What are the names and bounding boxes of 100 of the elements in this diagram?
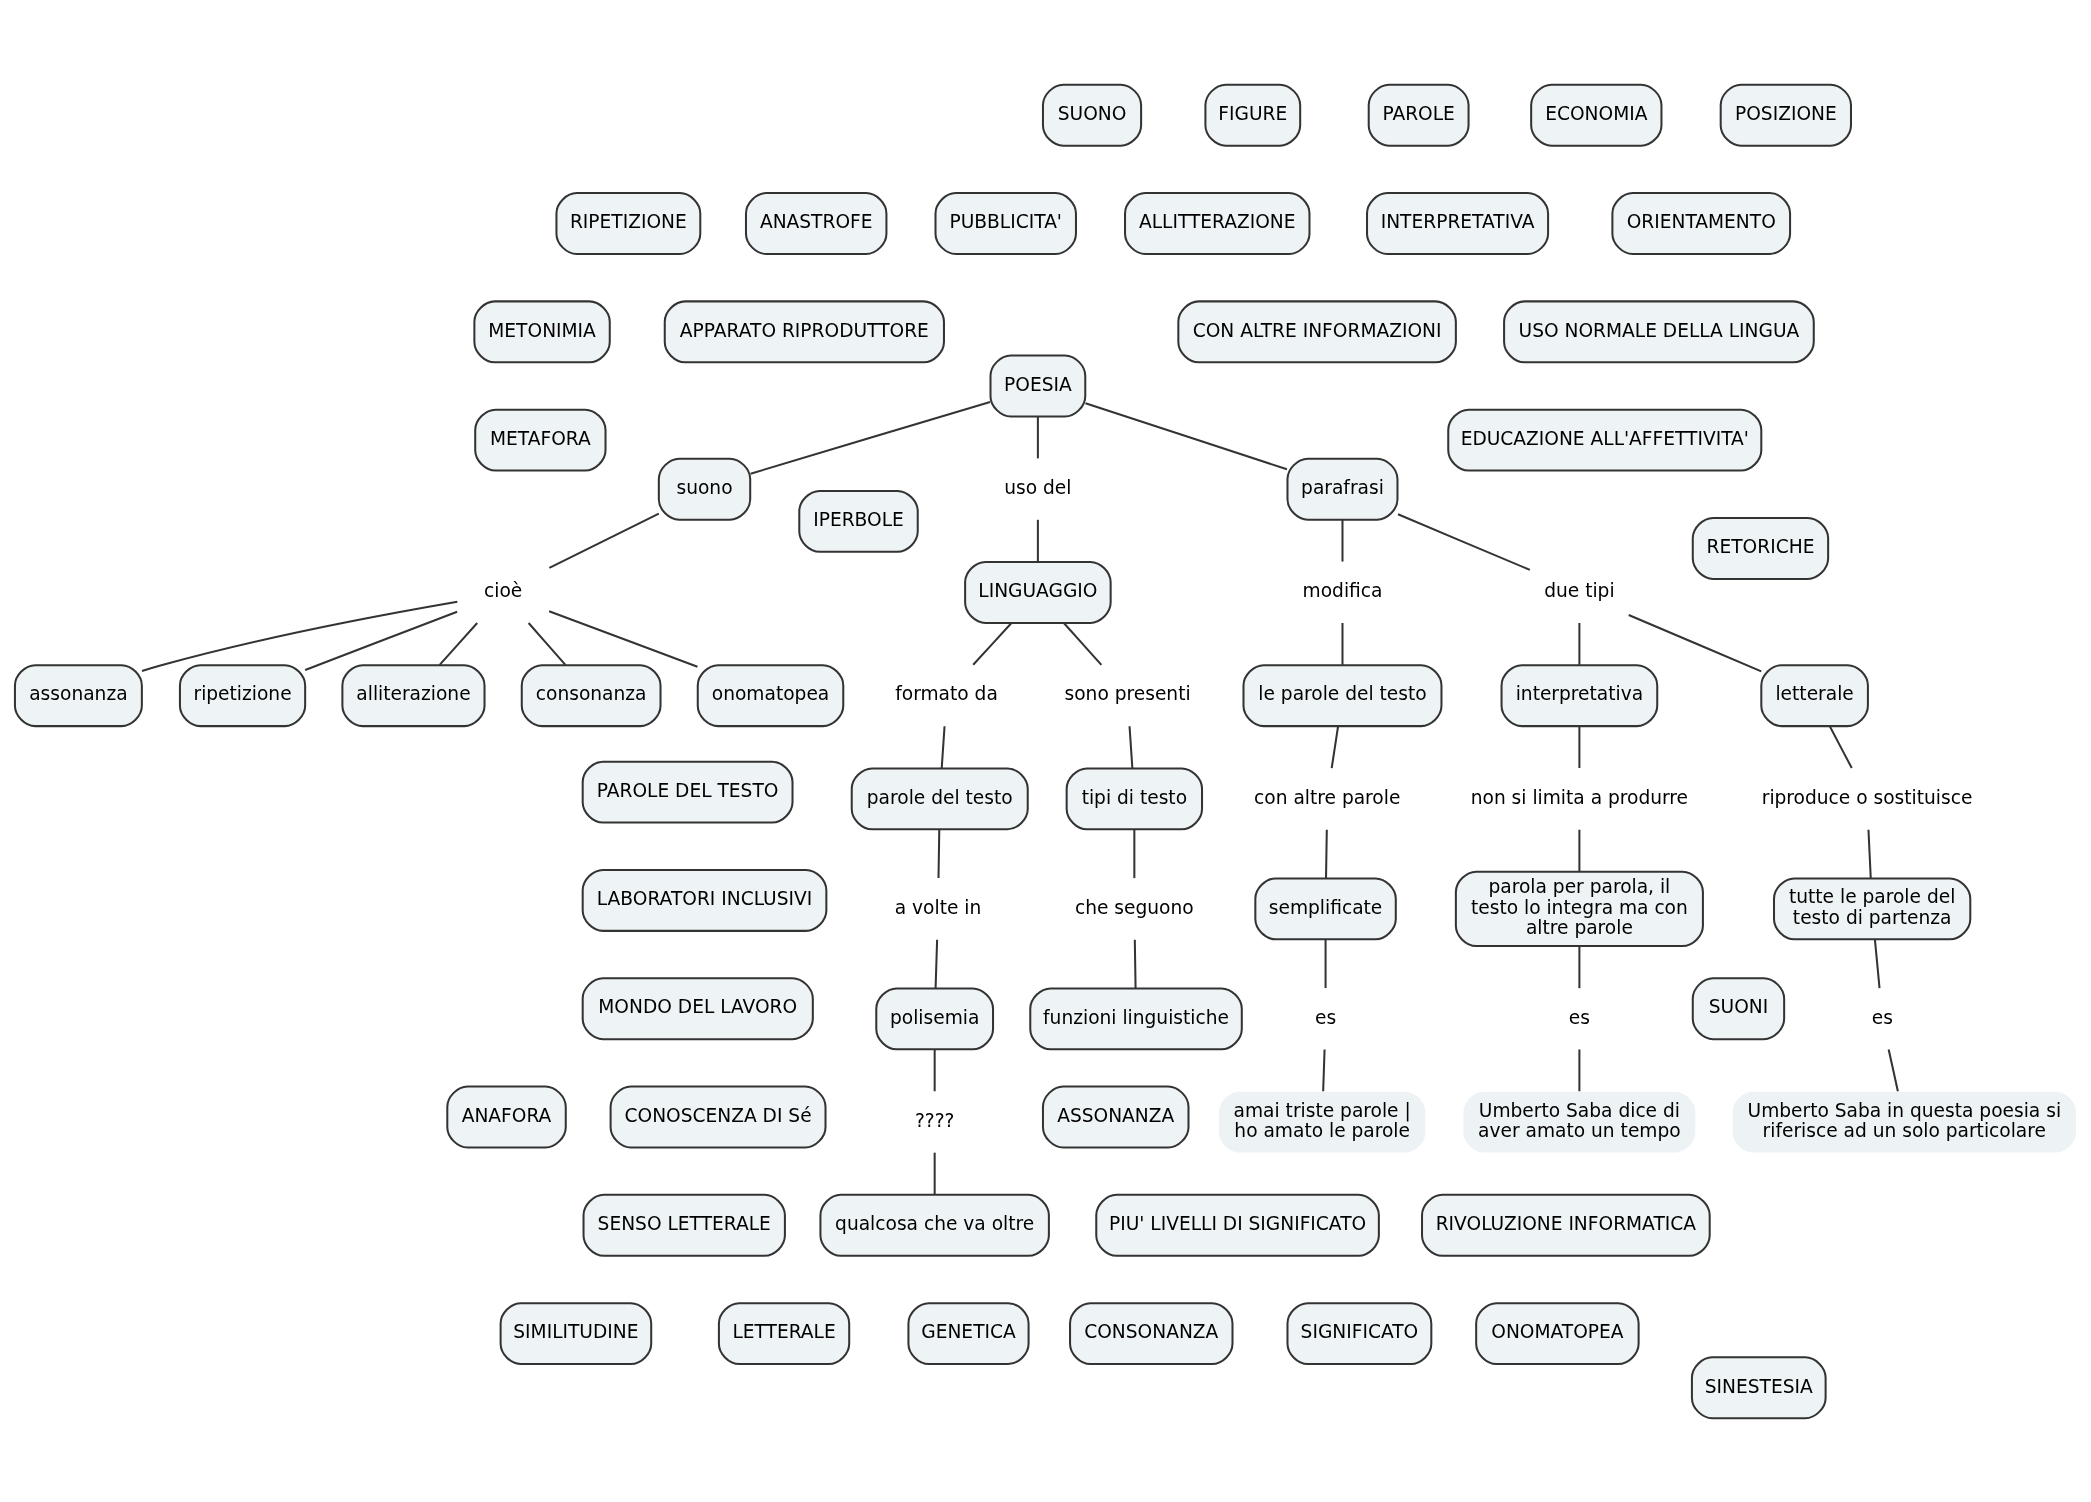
node-box: GENETICA bbox=[907, 1301, 1030, 1365]
node-box: tipi di testo bbox=[1065, 766, 1204, 830]
node-box: Umberto Saba in questa poesia si riferisce ad un solo particolare bbox=[1732, 1091, 2077, 1153]
node-text: a volte in bbox=[894, 896, 982, 918]
node-text: che seguono bbox=[1074, 896, 1194, 918]
node-box: POSIZIONE bbox=[1719, 83, 1852, 147]
node-box: METONIMIA bbox=[473, 299, 611, 363]
node-box: SINESTESIA bbox=[1690, 1355, 1827, 1419]
connector bbox=[1578, 829, 1581, 871]
node-box: INTERPRETATIVA bbox=[1366, 191, 1550, 255]
node-box: ORIENTAMENTO bbox=[1611, 191, 1792, 255]
node-text: uso del bbox=[1004, 476, 1072, 498]
connector bbox=[1085, 401, 1288, 470]
node-box: CON ALTRE INFORMAZIONI bbox=[1177, 299, 1457, 363]
node-box: CONOSCENZA DI Sé bbox=[609, 1085, 827, 1148]
node-box: suono bbox=[657, 457, 752, 521]
node-box: Umberto Saba dice di aver amato un tempo bbox=[1463, 1091, 1696, 1153]
node-box: parole del testo bbox=[850, 766, 1029, 830]
connector bbox=[1330, 725, 1340, 768]
node-box: SUONI bbox=[1691, 976, 1786, 1040]
node-box: parafrasi bbox=[1286, 457, 1399, 521]
node-box: ASSONANZA bbox=[1041, 1085, 1190, 1148]
connector bbox=[1325, 829, 1328, 878]
node-box: PAROLE DEL TESTO bbox=[581, 760, 794, 824]
node-text: ???? bbox=[914, 1109, 955, 1131]
node-box: METAFORA bbox=[474, 408, 607, 472]
node-box: USO NORMALE DELLA LINGUA bbox=[1503, 299, 1815, 363]
connector bbox=[1828, 725, 1853, 768]
node-box: CONSONANZA bbox=[1069, 1301, 1234, 1365]
node-text: es bbox=[1871, 1006, 1893, 1028]
node-text: es bbox=[1568, 1006, 1590, 1028]
node-box: EDUCAZIONE ALL'AFFETTIVITA' bbox=[1447, 408, 1763, 472]
node-box: RETORICHE bbox=[1691, 516, 1830, 580]
node-box: funzioni linguistiche bbox=[1029, 986, 1243, 1050]
node-box: parola per parola, il testo lo integra ma con altre parole bbox=[1454, 870, 1704, 947]
node-box: polisemia bbox=[875, 986, 995, 1050]
connector bbox=[940, 725, 946, 768]
node-box: letterale bbox=[1760, 663, 1869, 727]
connector bbox=[1628, 613, 1762, 672]
node-box: SUONO bbox=[1041, 83, 1143, 147]
connector bbox=[141, 600, 458, 672]
connector bbox=[304, 610, 458, 671]
node-box: FIGURE bbox=[1204, 83, 1302, 147]
node-box: ONOMATOPEA bbox=[1475, 1301, 1640, 1365]
node-box: ECONOMIA bbox=[1530, 83, 1663, 147]
node-box: IPERBOLE bbox=[798, 489, 919, 553]
node-box: PAROLE bbox=[1367, 83, 1470, 147]
connector bbox=[1322, 1048, 1326, 1091]
connector bbox=[1578, 946, 1581, 988]
node-text: con altre parole bbox=[1254, 786, 1401, 808]
connector bbox=[933, 1152, 936, 1194]
connector bbox=[548, 512, 660, 569]
node-text: due tipi bbox=[1544, 579, 1615, 601]
connector bbox=[1341, 622, 1344, 665]
node-box: interpretativa bbox=[1500, 663, 1659, 727]
node-text: sono presenti bbox=[1064, 682, 1191, 704]
connector bbox=[1341, 519, 1344, 562]
node-box: ripetizione bbox=[178, 663, 307, 727]
connector bbox=[1133, 939, 1137, 988]
node-box: amai triste parole | ho amato le parole bbox=[1218, 1091, 1426, 1153]
node-box: LINGUAGGIO bbox=[964, 560, 1112, 624]
node-text: cioè bbox=[484, 579, 523, 601]
connector bbox=[1324, 939, 1327, 988]
node-text: non si limita a produrre bbox=[1470, 786, 1689, 808]
node-box: LETTERALE bbox=[717, 1301, 851, 1365]
connector bbox=[972, 621, 1013, 665]
node-box: ALLITTERAZIONE bbox=[1124, 191, 1311, 255]
node-text: modifica bbox=[1302, 579, 1383, 601]
node-box: onomatopea bbox=[696, 663, 845, 727]
connector bbox=[1578, 622, 1581, 665]
connector bbox=[937, 829, 941, 878]
node-text: formato da bbox=[895, 682, 998, 704]
connector bbox=[1578, 725, 1581, 768]
node-box: alliterazione bbox=[341, 663, 486, 727]
connector bbox=[1867, 829, 1872, 878]
node-box: SIMILITUDINE bbox=[499, 1301, 653, 1365]
node-box: APPARATO RIPRODUTTORE bbox=[663, 299, 945, 363]
node-text: es bbox=[1314, 1006, 1337, 1028]
connector bbox=[548, 609, 698, 668]
node-box: PIU' LIVELLI DI SIGNIFICATO bbox=[1095, 1193, 1380, 1257]
node-box: ANAFORA bbox=[446, 1085, 567, 1148]
node-box: assonanza bbox=[13, 663, 143, 727]
node-box: RIVOLUZIONE INFORMATICA bbox=[1421, 1193, 1711, 1257]
connector bbox=[1133, 829, 1136, 878]
node-box: MONDO DEL LAVORO bbox=[581, 976, 814, 1040]
node-box: SENSO LETTERALE bbox=[582, 1193, 786, 1257]
node-box: tutte le parole del testo di partenza bbox=[1773, 876, 1972, 940]
node-box: consonanza bbox=[520, 663, 662, 727]
connector bbox=[933, 1048, 936, 1091]
node-box: SIGNIFICATO bbox=[1286, 1301, 1433, 1365]
node-box: qualcosa che va oltre bbox=[819, 1193, 1050, 1257]
node-box: RIPETIZIONE bbox=[555, 191, 702, 255]
connector bbox=[1036, 416, 1039, 458]
node-box: le parole del testo bbox=[1242, 663, 1443, 727]
node-box: semplificate bbox=[1254, 876, 1397, 940]
connector bbox=[1873, 939, 1881, 988]
connector bbox=[1036, 519, 1039, 562]
connector bbox=[1128, 725, 1134, 768]
connector bbox=[1887, 1048, 1899, 1091]
connector bbox=[750, 400, 991, 475]
